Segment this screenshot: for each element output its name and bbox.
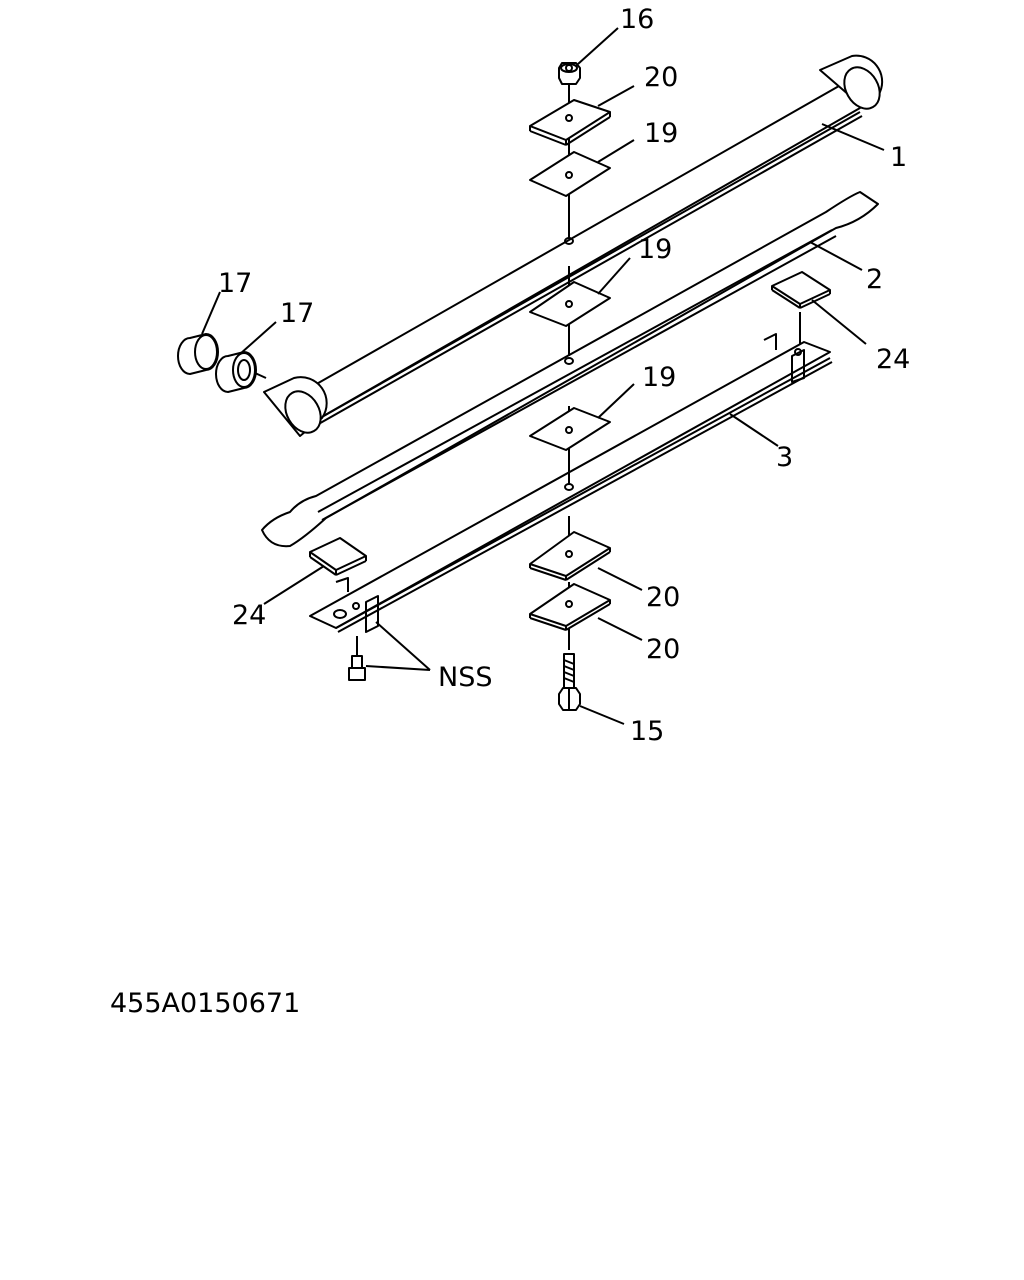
callout-1: 1: [890, 142, 907, 173]
plate-20-low-b: [529, 583, 611, 631]
leaf-2: [261, 191, 879, 548]
callout-19-mid: 19: [638, 234, 672, 265]
plate-20-low-a: [529, 531, 611, 581]
callout-17-outer: 17: [218, 268, 252, 299]
nss-bolt: [348, 636, 366, 681]
plate-19-mid: [529, 281, 611, 327]
callout-20-low-b: 20: [646, 634, 680, 665]
callout-3: 3: [776, 442, 793, 473]
bolt-15: [558, 653, 581, 711]
callout-20-top: 20: [644, 62, 678, 93]
callout-17-inner: 17: [280, 298, 314, 329]
plate-20-top: [529, 99, 611, 146]
callout-2: 2: [866, 264, 883, 295]
pad-24-left: [309, 537, 367, 576]
nut-16: [558, 62, 581, 85]
leaf-1: [263, 54, 884, 437]
plate-19-low: [529, 407, 611, 451]
bushing-17-outer: [177, 333, 219, 375]
callout-24-left: 24: [232, 600, 266, 631]
callout-19-low: 19: [642, 362, 676, 393]
bushing-17-inner: [215, 351, 257, 393]
plate-19-top: [529, 151, 611, 197]
callout-24-right: 24: [876, 344, 910, 375]
callout-nss: NSS: [438, 662, 492, 693]
pad-24-right: [771, 271, 831, 309]
leader-lines: [201, 27, 885, 725]
callout-15: 15: [630, 716, 664, 747]
drawing-number: 455A0150671: [110, 988, 300, 1019]
bushing-axis-line: [254, 372, 267, 379]
callout-16: 16: [620, 4, 654, 35]
callout-19-top: 19: [644, 118, 678, 149]
callout-20-low-a: 20: [646, 582, 680, 613]
